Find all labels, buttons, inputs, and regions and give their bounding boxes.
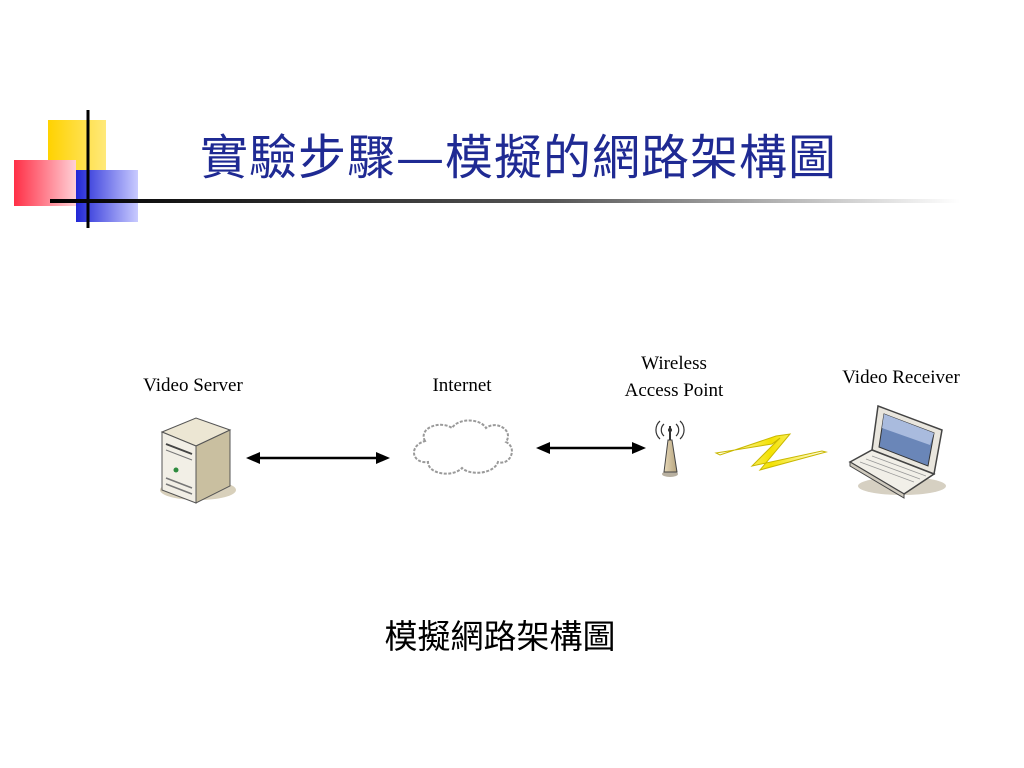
slide-title: 實驗步驟—模擬的網路架構圖 [200, 130, 838, 186]
diagram-caption: 模擬網路架構圖 [384, 617, 616, 656]
link-internet-ap [536, 442, 646, 454]
antenna-icon [655, 420, 685, 477]
cloud-icon [413, 419, 513, 475]
video-receiver-label: Video Receiver [842, 367, 960, 388]
title-underline [50, 199, 960, 203]
video-server-label: Video Server [143, 375, 243, 396]
laptop-icon [848, 404, 946, 499]
wireless-ap-label-line1: Wireless [641, 353, 707, 374]
logo-red-square [14, 160, 76, 206]
logo-blue-square [76, 170, 138, 222]
lightning-bolt-icon [714, 433, 828, 471]
corner-logo [14, 110, 960, 228]
wireless-ap-label-line2: Access Point [624, 380, 724, 401]
server-icon [160, 417, 236, 504]
link-server-internet [246, 452, 390, 464]
internet-label: Internet [432, 375, 492, 396]
